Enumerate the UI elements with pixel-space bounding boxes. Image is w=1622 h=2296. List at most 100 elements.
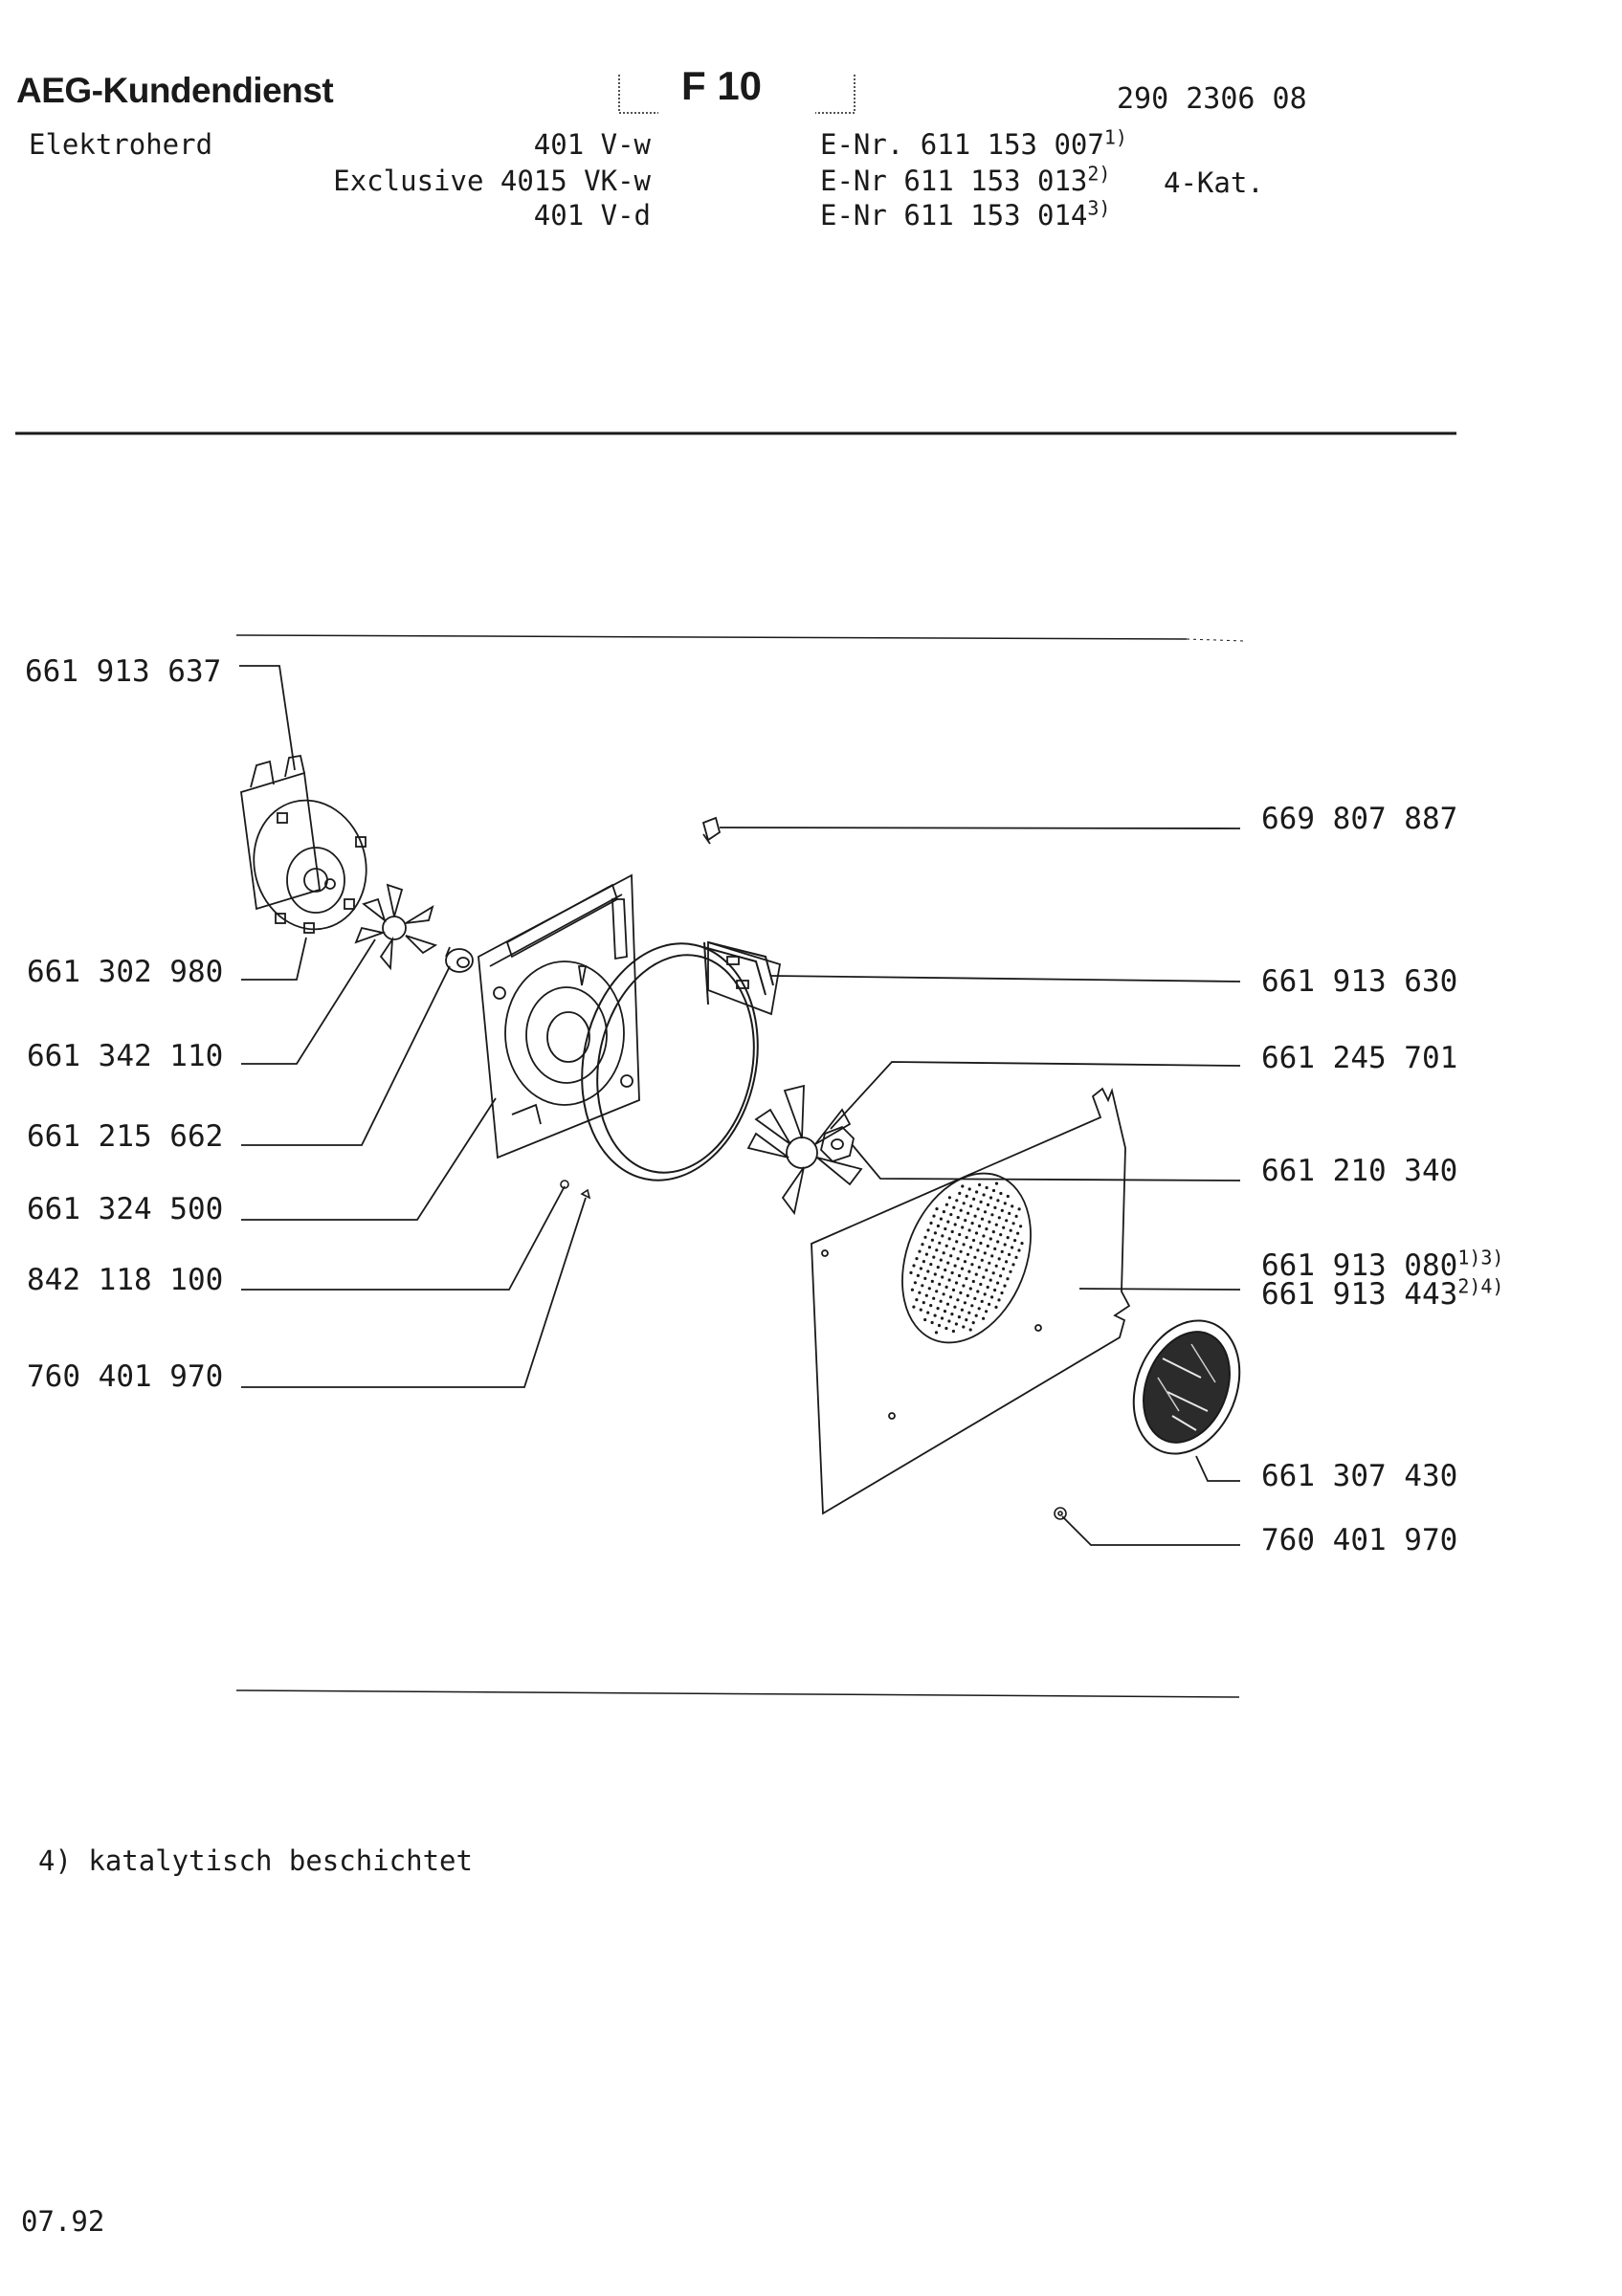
perforation-dot	[974, 1272, 978, 1276]
perforation-dot	[959, 1249, 963, 1253]
perforation-dot	[973, 1255, 977, 1259]
perforation-dot	[967, 1311, 971, 1314]
perforation-dot	[918, 1249, 922, 1253]
perforation-dot	[939, 1217, 944, 1221]
perforation-dot	[974, 1231, 979, 1235]
part-footnote: 2)4)	[1457, 1274, 1504, 1298]
perforation-dot	[962, 1325, 966, 1329]
perforation-dot	[967, 1228, 971, 1232]
frame-bottom-line	[235, 1689, 1240, 1698]
perforation-dot	[1020, 1242, 1024, 1246]
enr-number: 611 153 007	[920, 128, 1104, 161]
perforation-dot	[985, 1185, 989, 1190]
perforation-dot	[983, 1210, 988, 1214]
perforation-dot	[935, 1290, 939, 1293]
perforation-dot	[954, 1281, 959, 1285]
perforation-dot	[962, 1243, 966, 1247]
perforation-dot	[980, 1299, 984, 1303]
perforation-dot	[1000, 1249, 1004, 1253]
perforation-dot	[963, 1301, 967, 1305]
perforation-dot	[934, 1331, 939, 1335]
nut-part	[820, 1125, 855, 1163]
perforation-dot	[948, 1295, 953, 1299]
perforation-dot	[990, 1254, 994, 1258]
perforation-dot	[1011, 1222, 1015, 1225]
perforation-dot	[930, 1279, 934, 1283]
perforation-dot	[991, 1230, 995, 1234]
part-number-right: 661 210 340	[1261, 1154, 1458, 1188]
perforation-dot	[947, 1319, 951, 1323]
perforation-dot	[970, 1263, 974, 1267]
perforation-dot	[1003, 1243, 1007, 1247]
fan-cover-plate	[811, 1087, 1131, 1515]
part-number: 661 913 080	[1261, 1248, 1458, 1283]
catalytic-panel	[1132, 1319, 1241, 1455]
perforation-dot	[1005, 1260, 1009, 1264]
perforation-dot	[977, 1307, 981, 1311]
perforation-dot	[947, 1237, 951, 1241]
perforation-dot	[933, 1231, 938, 1235]
perforation-dot	[916, 1273, 921, 1277]
sheet-number: F 10	[681, 63, 763, 108]
frame-top-line	[235, 634, 1188, 640]
perforation-dot	[942, 1292, 945, 1296]
brand-title: AEG-Kundendienst	[16, 71, 334, 110]
perforation-dot	[982, 1234, 986, 1238]
perforation-dot	[958, 1232, 962, 1237]
perforation-dot	[999, 1191, 1003, 1196]
heating-element-ring	[581, 941, 774, 1181]
perforation-dot	[1019, 1225, 1023, 1228]
perforation-dot	[974, 1314, 978, 1317]
perforation-dot	[941, 1275, 944, 1279]
perforation-dot	[939, 1258, 943, 1262]
enr-row-2: E-Nr 611 153 0132)	[820, 164, 1110, 197]
perforation-dot	[909, 1270, 913, 1274]
perforation-dot	[997, 1257, 1001, 1261]
perforation-dot	[923, 1317, 927, 1322]
perforation-dot	[919, 1267, 923, 1270]
perforation-dot	[944, 1326, 948, 1331]
perforation-dot	[936, 1307, 940, 1311]
perforation-dot	[956, 1216, 960, 1220]
perforation-dot	[1011, 1263, 1015, 1267]
rear-wall-plate	[478, 873, 640, 1159]
perforation-dot	[994, 1264, 998, 1268]
perforation-dot	[929, 1221, 933, 1225]
enr-label: E-Nr	[820, 165, 887, 197]
perforation-dot	[993, 1247, 997, 1250]
enr-row-1: E-Nr. 611 153 0071)	[820, 125, 1127, 161]
perforation-dot	[991, 1271, 995, 1275]
perforation-dot	[957, 1315, 962, 1319]
perforation-dot	[996, 1281, 1000, 1285]
enr-row-3: E-Nr 611 153 0143)	[820, 198, 1110, 232]
perforation-dot	[983, 1292, 987, 1296]
perforation-dot	[959, 1291, 963, 1294]
perforation-dot	[1003, 1284, 1007, 1288]
frame-top-dash	[1186, 638, 1245, 642]
perforation-dot	[940, 1316, 944, 1320]
perforation-dot	[972, 1197, 976, 1201]
enr-footnote: 1)	[1103, 125, 1127, 149]
perforation-dot	[988, 1302, 991, 1306]
perforation-dot	[986, 1285, 989, 1290]
model-3: 401 V-d	[533, 199, 651, 232]
category-label: 4-Kat.	[1164, 166, 1264, 199]
perforation-dot	[950, 1313, 954, 1316]
perforation-dot	[980, 1258, 984, 1262]
enr-label: E-Nr.	[820, 128, 904, 161]
perforation-dot	[966, 1293, 969, 1297]
perforation-dot	[1009, 1269, 1012, 1273]
perforation-dot	[1002, 1267, 1006, 1270]
perforation-dot	[927, 1246, 932, 1249]
perforation-dot	[970, 1222, 974, 1225]
perforation-dot	[1006, 1277, 1010, 1281]
perforation-dot	[936, 1224, 941, 1228]
perforation-dot	[953, 1264, 957, 1268]
perforation-dot	[942, 1251, 945, 1255]
perforation-dot	[986, 1203, 990, 1206]
perforation-dot	[977, 1266, 981, 1269]
perforation-dot	[965, 1276, 968, 1281]
footnote-text: 4) katalytisch beschichtet	[38, 1844, 473, 1877]
perforation-dot	[954, 1322, 959, 1326]
perforation-dot	[1013, 1239, 1017, 1243]
